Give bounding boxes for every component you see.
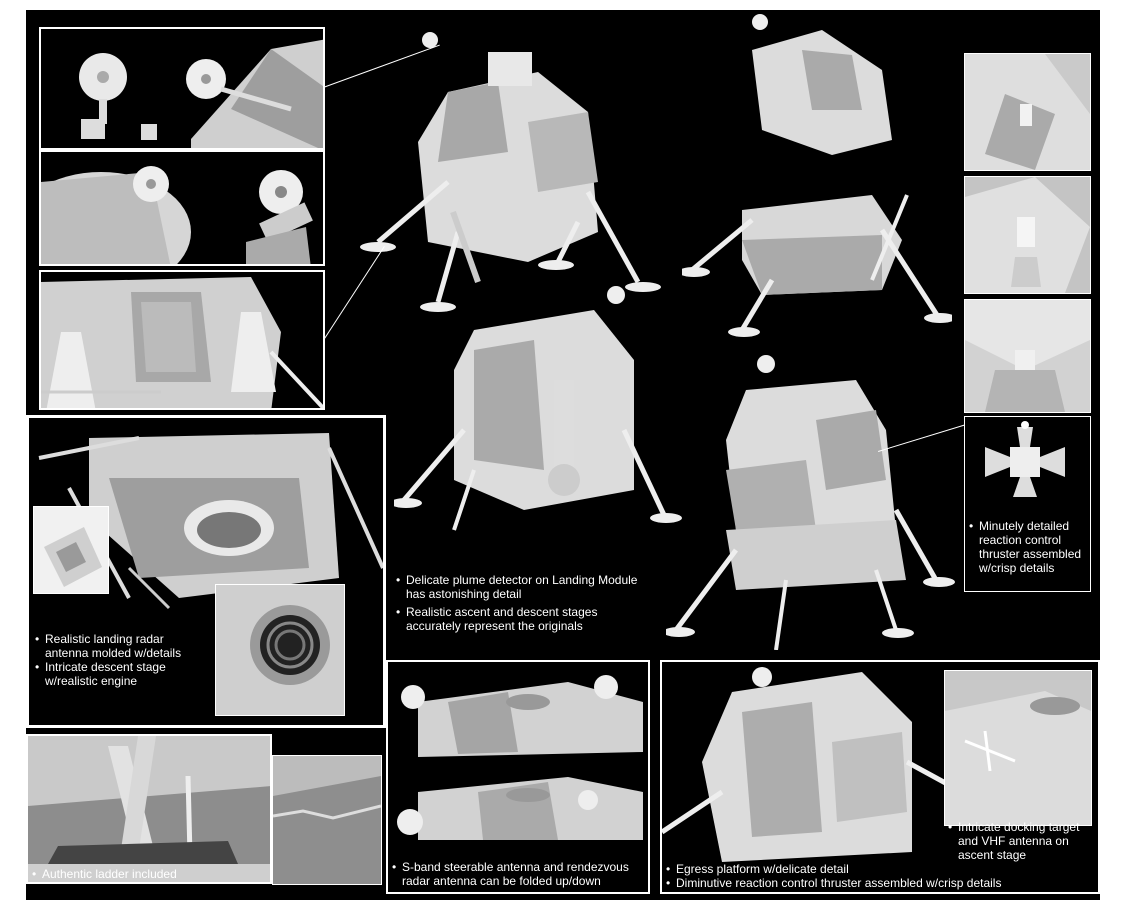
docking-target-inset <box>944 670 1092 826</box>
thruster-assembly-image <box>965 417 1090 517</box>
thruster-detail-3 <box>964 299 1091 413</box>
caption-line: Egress platform w/delicate detail <box>666 862 1096 876</box>
engine-bell-inset <box>215 584 345 716</box>
antenna-dish-image <box>41 29 323 148</box>
radar-antenna-inset <box>33 506 109 594</box>
caption-line: Realistic ascent and descent stages accu… <box>396 605 646 633</box>
antenna-side-panel <box>39 150 325 266</box>
caption-line: Intricate descent stage w/realistic engi… <box>35 660 210 688</box>
lander-model-separated <box>682 10 952 340</box>
thruster-assembly-panel: Minutely detailed reaction control thrus… <box>964 416 1091 592</box>
antenna-fold-caption: S-band steerable antenna and rendezvous … <box>392 860 648 888</box>
caption-line: Minutely detailed reaction control thrus… <box>969 519 1087 575</box>
egress-platform-panel: Intricate docking target and VHF antenna… <box>660 660 1100 894</box>
lander-model-rear <box>394 270 684 560</box>
product-feature-sheet: Realistic landing radar antenna molded w… <box>26 10 1100 900</box>
ladder-texture-inset <box>272 755 382 885</box>
caption-line: Intricate docking target and VHF antenna… <box>948 820 1094 862</box>
ladder-panel: Authentic ladder included <box>26 734 272 884</box>
antenna-closeup-panel <box>39 27 325 150</box>
antenna-fold-image <box>388 662 648 840</box>
plume-detector-caption: Delicate plume detector on Landing Modul… <box>396 573 646 633</box>
thruster-detail-1 <box>964 53 1091 171</box>
thruster-detail-2 <box>964 176 1091 294</box>
lander-model-angled <box>666 350 966 650</box>
thruster-caption: Minutely detailed reaction control thrus… <box>969 519 1087 575</box>
ladder-image <box>28 736 270 864</box>
docking-caption: Intricate docking target and VHF antenna… <box>948 820 1094 862</box>
antenna-fold-panel: S-band steerable antenna and rendezvous … <box>386 660 650 894</box>
caption-line: Diminutive reaction control thruster ass… <box>666 876 1096 890</box>
caption-line: Delicate plume detector on Landing Modul… <box>396 573 646 601</box>
lander-model-front <box>338 32 678 322</box>
antenna-side-image <box>41 152 323 264</box>
descent-engine-panel: Realistic landing radar antenna molded w… <box>26 415 386 728</box>
caption-line: S-band steerable antenna and rendezvous … <box>392 860 648 888</box>
plume-detector-panel <box>39 270 325 410</box>
egress-caption: Egress platform w/delicate detail Diminu… <box>666 862 1096 890</box>
caption-line: Realistic landing radar antenna molded w… <box>35 632 210 660</box>
ladder-caption: Authentic ladder included <box>32 867 177 881</box>
caption-line: Authentic ladder included <box>32 867 177 881</box>
plume-detector-image <box>41 272 323 408</box>
landing-radar-caption: Realistic landing radar antenna molded w… <box>35 632 210 688</box>
